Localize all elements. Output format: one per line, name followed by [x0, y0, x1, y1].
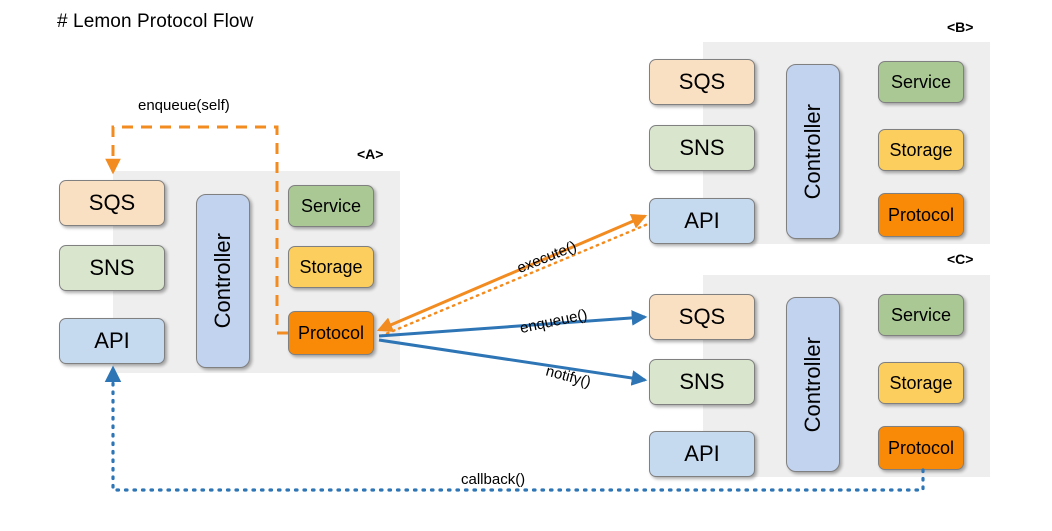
group-label-a: <A>	[357, 146, 384, 162]
node-label: SNS	[679, 135, 725, 160]
edge-label-callback: callback()	[461, 471, 526, 488]
node-label: SNS	[89, 255, 135, 280]
node-label: SQS	[88, 190, 136, 215]
node-label: API	[684, 208, 720, 233]
group-b-node-protocol[interactable]: Protocol	[878, 193, 964, 237]
group-b-node-sns[interactable]: SNS	[649, 125, 755, 171]
group-a-node-service[interactable]: Service	[288, 185, 374, 227]
group-a-node-protocol[interactable]: Protocol	[288, 311, 374, 355]
page-title: # Lemon Protocol Flow	[57, 11, 254, 32]
group-b-node-storage[interactable]: Storage	[878, 129, 964, 171]
node-label: Storage	[299, 257, 363, 277]
group-c-node-protocol[interactable]: Protocol	[878, 426, 964, 470]
node-label: Service	[890, 305, 952, 325]
group-c-node-sns[interactable]: SNS	[649, 359, 755, 405]
node-label: Storage	[889, 373, 953, 393]
node-label: Controller	[800, 336, 825, 433]
group-c-node-sqs[interactable]: SQS	[649, 294, 755, 340]
edge-label-enqueue: enqueue()	[518, 306, 589, 337]
node-label: SQS	[678, 304, 726, 329]
node-label: Protocol	[887, 438, 955, 458]
node-label: Protocol	[887, 205, 955, 225]
group-c-node-service[interactable]: Service	[878, 294, 964, 336]
node-label: API	[684, 441, 720, 466]
group-b-node-api[interactable]: API	[649, 198, 755, 244]
group-a-node-sns[interactable]: SNS	[59, 245, 165, 291]
edge-label-notify: notify()	[544, 362, 593, 391]
edge-notify	[378, 338, 648, 386]
edge-label-execute: execute()	[514, 237, 579, 277]
node-label: Controller	[210, 233, 235, 329]
group-b-node-service[interactable]: Service	[878, 61, 964, 103]
node-label: Service	[300, 196, 362, 216]
edge-label-enqueue-self: enqueue(self)	[138, 97, 230, 114]
edge-execute	[376, 214, 648, 332]
group-c-node-storage[interactable]: Storage	[878, 362, 964, 404]
group-b-node-sqs[interactable]: SQS	[649, 59, 755, 105]
node-label: SNS	[679, 369, 725, 394]
node-label: Service	[890, 72, 952, 92]
group-a-node-controller[interactable]: Controller	[196, 194, 250, 368]
edge-execute-return	[379, 222, 650, 338]
node-label: Protocol	[297, 323, 365, 343]
edge-enqueue	[378, 310, 648, 338]
group-c-node-api[interactable]: API	[649, 431, 755, 477]
group-c-node-controller[interactable]: Controller	[786, 297, 840, 472]
node-label: SQS	[678, 69, 726, 94]
group-label-c: <C>	[947, 251, 974, 267]
node-label: Controller	[800, 103, 825, 200]
group-a-node-storage[interactable]: Storage	[288, 246, 374, 288]
group-label-b: <B>	[947, 19, 974, 35]
group-a-node-sqs[interactable]: SQS	[59, 180, 165, 226]
group-b-node-controller[interactable]: Controller	[786, 64, 840, 239]
group-a-node-api[interactable]: API	[59, 318, 165, 364]
node-label: API	[94, 328, 130, 353]
node-label: Storage	[889, 140, 953, 160]
